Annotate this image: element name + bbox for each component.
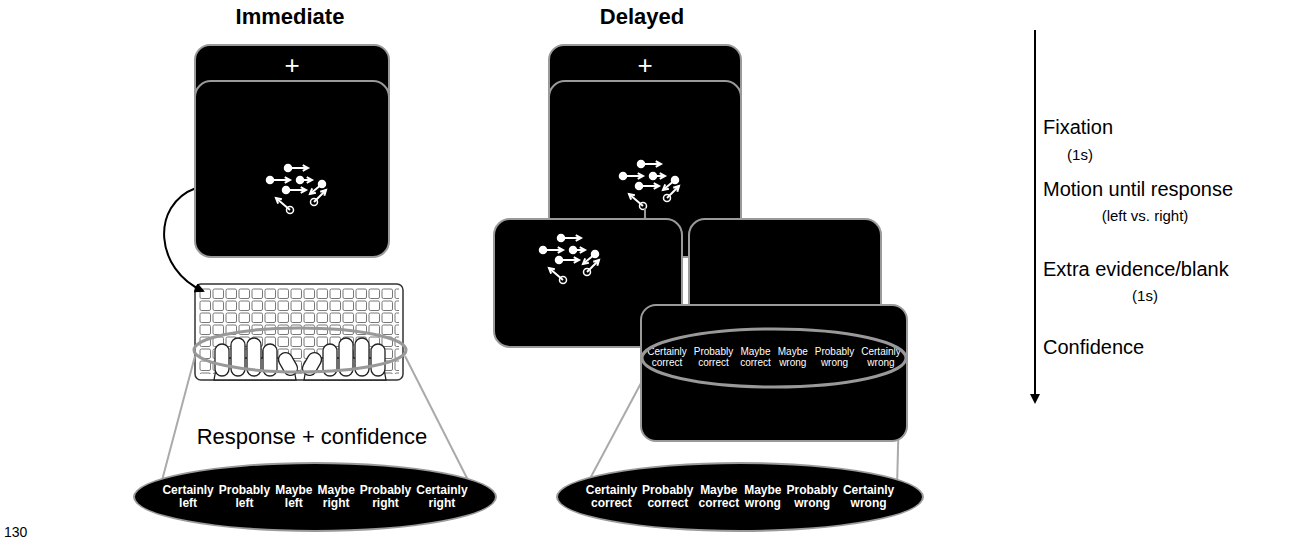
stage-label: Fixation (1043, 116, 1113, 139)
scale-option: Maybe correct (698, 484, 739, 510)
scale-option: Certainly wrong (861, 346, 900, 368)
response-scale: Certainly leftProbably leftMaybe leftMay… (133, 462, 497, 532)
scale-option: Probably right (360, 484, 411, 510)
keyboard-caption: Response + confidence (197, 424, 428, 449)
scale-row: Certainly correctProbably correctMaybe c… (586, 484, 894, 510)
scale-option: Probably wrong (787, 484, 838, 510)
stage-label: Motion until response (1043, 178, 1233, 201)
scale-option: Probably left (219, 484, 270, 510)
scale-option: Certainly correct (586, 484, 637, 510)
scale-option: Probably correct (694, 346, 733, 368)
motion-stimulus (620, 161, 680, 210)
scale-row: Certainly leftProbably leftMaybe leftMay… (162, 484, 467, 510)
zoom-outline (636, 326, 912, 390)
fixation-cross: + (196, 46, 388, 78)
scale-option: Certainly wrong (843, 484, 894, 510)
zoom-line (160, 356, 195, 488)
stage-label: Confidence (1043, 336, 1144, 359)
confidence-screen: Certainly correct Probably correct Maybe c… (640, 304, 908, 442)
column-title: Delayed (600, 4, 684, 29)
scale-option: Certainly right (416, 484, 467, 510)
motion-screen (194, 80, 390, 258)
stage-label: Extra evidence/blank (1043, 258, 1229, 281)
time-arrow (1034, 30, 1036, 402)
fixation-cross: + (550, 46, 740, 78)
line-number: 130 (4, 524, 27, 540)
scale-option: Certainly left (162, 484, 213, 510)
scale-option: Probably wrong (815, 346, 854, 368)
scale-option: Maybe correct (740, 346, 771, 368)
scale-option: Maybe wrong (778, 346, 808, 368)
scale-option: Certainly correct (647, 346, 686, 368)
stage-note: (left vs. right) (1102, 207, 1189, 224)
column-title: Immediate (236, 4, 345, 29)
scale-option: Maybe left (275, 484, 312, 510)
scale-option: Maybe right (318, 484, 355, 510)
confidence-scale: Certainly correctProbably correctMaybe c… (556, 462, 924, 532)
scale-option: Maybe wrong (744, 484, 781, 510)
motion-stimulus (540, 235, 600, 284)
scale-option: Probably correct (642, 484, 693, 510)
motion-stimulus (267, 165, 327, 214)
duration-label: (1s) (1067, 146, 1093, 163)
duration-label: (1s) (1132, 287, 1158, 304)
hands (214, 338, 386, 380)
zoom-outline (194, 328, 406, 372)
